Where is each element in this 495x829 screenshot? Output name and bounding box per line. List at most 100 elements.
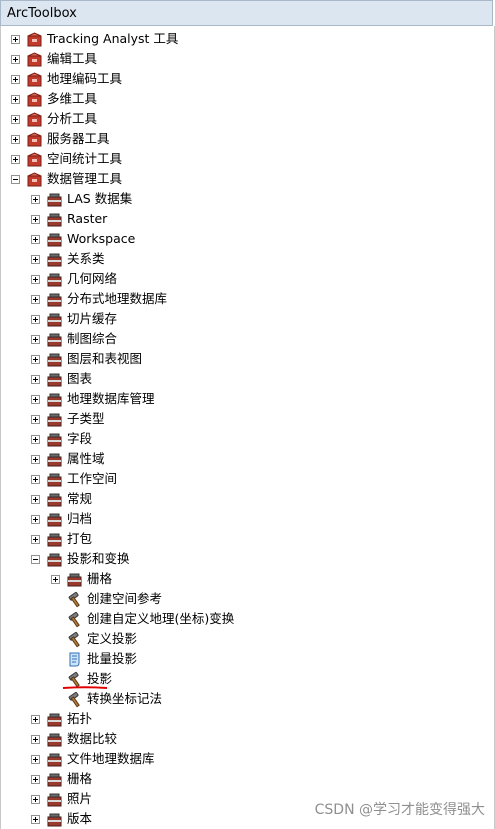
red-toolbox-icon	[26, 151, 43, 168]
tree-item-label: 栅格	[87, 571, 113, 586]
expand-icon[interactable]	[11, 54, 20, 64]
toolset-icon	[46, 711, 63, 728]
tree-item[interactable]: 数据管理工具	[11, 169, 122, 189]
expand-icon[interactable]	[31, 294, 40, 304]
tree-item[interactable]: 文件地理数据库	[31, 749, 155, 769]
tree-item[interactable]: LAS 数据集	[31, 189, 132, 209]
tree-item[interactable]: 版本	[31, 809, 92, 829]
tree-item[interactable]: 打包	[31, 529, 92, 549]
expand-icon[interactable]	[51, 574, 60, 584]
tree-item[interactable]: 几何网络	[31, 269, 117, 289]
expand-icon[interactable]	[11, 94, 20, 104]
expand-icon[interactable]	[31, 794, 40, 804]
tree-item[interactable]: 工作空间	[31, 469, 117, 489]
expand-icon[interactable]	[11, 114, 20, 124]
tree-item[interactable]: 编辑工具	[11, 49, 97, 69]
collapse-icon[interactable]	[31, 554, 40, 564]
expand-icon[interactable]	[31, 774, 40, 784]
tree-item[interactable]: 分析工具	[11, 109, 97, 129]
tree-item[interactable]: 创建自定义地理(坐标)变换	[66, 609, 234, 629]
hammer-icon	[66, 611, 83, 628]
tree-item[interactable]: 拓扑	[31, 709, 92, 729]
tree-item[interactable]: 照片	[31, 789, 92, 809]
tree-item-label: 版本	[67, 811, 93, 826]
toolset-icon	[46, 411, 63, 428]
toolset-icon	[46, 331, 63, 348]
tree-item-label: 关系类	[67, 251, 105, 266]
tree-item-label: 定义投影	[87, 631, 138, 646]
expand-icon[interactable]	[31, 374, 40, 384]
tree-item[interactable]: 栅格	[31, 769, 92, 789]
tree-item[interactable]: 数据比较	[31, 729, 117, 749]
tree-item[interactable]: 转换坐标记法	[66, 689, 162, 709]
expand-icon[interactable]	[31, 314, 40, 324]
tree-item[interactable]: 字段	[31, 429, 92, 449]
tree-item[interactable]: 栅格	[51, 569, 112, 589]
expand-icon[interactable]	[31, 354, 40, 364]
toolset-icon	[46, 811, 63, 828]
expand-icon[interactable]	[31, 214, 40, 224]
tree-item-label: 多维工具	[47, 91, 98, 106]
expand-icon[interactable]	[11, 154, 20, 164]
tree-item[interactable]: 图层和表视图	[31, 349, 142, 369]
expand-icon[interactable]	[31, 334, 40, 344]
red-toolbox-icon	[26, 71, 43, 88]
tree-item[interactable]: 属性域	[31, 449, 105, 469]
expand-icon[interactable]	[31, 434, 40, 444]
expand-icon[interactable]	[31, 454, 40, 464]
tree-item-label: 投影	[87, 671, 113, 686]
expand-icon[interactable]	[31, 714, 40, 724]
red-toolbox-icon	[26, 51, 43, 68]
expand-icon[interactable]	[31, 514, 40, 524]
expand-icon[interactable]	[31, 194, 40, 204]
toolset-icon	[46, 251, 63, 268]
tree-item[interactable]: 关系类	[31, 249, 105, 269]
tree-item[interactable]: 服务器工具	[11, 129, 110, 149]
expand-icon[interactable]	[31, 394, 40, 404]
expand-icon[interactable]	[31, 494, 40, 504]
expand-icon[interactable]	[31, 474, 40, 484]
expand-icon[interactable]	[31, 814, 40, 824]
tree-item-label: 栅格	[67, 771, 93, 786]
red-toolbox-icon	[26, 131, 43, 148]
expand-icon[interactable]	[31, 754, 40, 764]
expand-icon[interactable]	[31, 234, 40, 244]
expand-icon[interactable]	[31, 734, 40, 744]
tree-item[interactable]: 子类型	[31, 409, 105, 429]
expand-icon[interactable]	[11, 74, 20, 84]
tree-item[interactable]: Raster	[31, 209, 107, 229]
tree-item[interactable]: 地理编码工具	[11, 69, 122, 89]
toolset-icon	[46, 211, 63, 228]
tree-item[interactable]: 归档	[31, 509, 92, 529]
tree-item[interactable]: 创建空间参考	[66, 589, 162, 609]
tree-item[interactable]: 常规	[31, 489, 92, 509]
tree-item[interactable]: 地理数据库管理	[31, 389, 155, 409]
tree-item[interactable]: 图表	[31, 369, 92, 389]
expand-icon[interactable]	[11, 34, 20, 44]
tree-item[interactable]: Workspace	[31, 229, 135, 249]
tree-item[interactable]: 投影和变换	[31, 549, 130, 569]
expand-icon[interactable]	[11, 134, 20, 144]
tree-item[interactable]: 空间统计工具	[11, 149, 122, 169]
expand-icon[interactable]	[31, 534, 40, 544]
tree-item[interactable]: 多维工具	[11, 89, 97, 109]
expand-icon[interactable]	[31, 414, 40, 424]
tree-item[interactable]: 分布式地理数据库	[31, 289, 167, 309]
toolset-icon	[46, 371, 63, 388]
tree-item[interactable]: 制图综合	[31, 329, 117, 349]
red-toolbox-icon	[26, 111, 43, 128]
toolset-icon	[46, 531, 63, 548]
script-icon	[66, 651, 83, 668]
tree-item-label: 空间统计工具	[47, 151, 123, 166]
tree-item[interactable]: 投影	[66, 669, 112, 689]
tree-item[interactable]: 切片缓存	[31, 309, 117, 329]
tree-item-label: Tracking Analyst 工具	[47, 31, 179, 46]
tree-item[interactable]: 定义投影	[66, 629, 137, 649]
toolset-icon	[46, 311, 63, 328]
collapse-icon[interactable]	[11, 174, 20, 184]
tree-item[interactable]: 批量投影	[66, 649, 137, 669]
tree-item[interactable]: Tracking Analyst 工具	[11, 29, 178, 49]
expand-icon[interactable]	[31, 274, 40, 284]
tree-item-label: Raster	[67, 211, 108, 226]
expand-icon[interactable]	[31, 254, 40, 264]
